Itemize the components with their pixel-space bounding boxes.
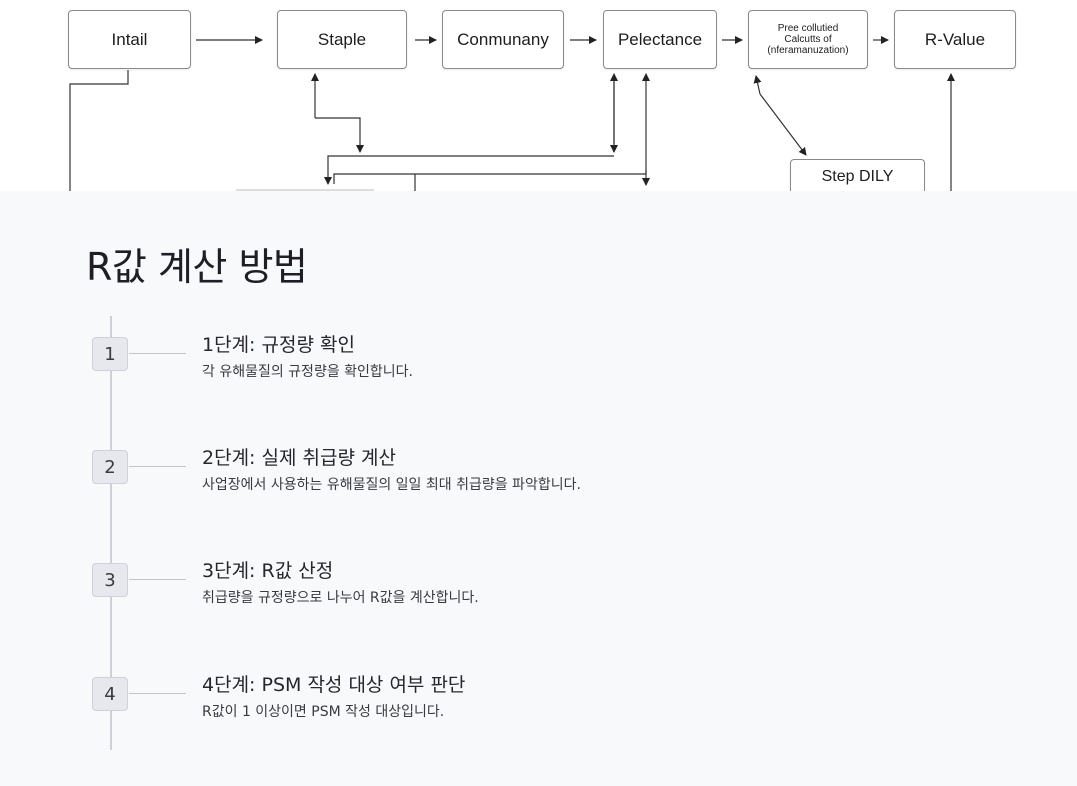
step-connector [129,353,186,354]
flow-diagram: Intail Staple Conmunany Pelectance Pree … [0,0,1077,191]
step-description: 취급량을 규정량으로 나누어 R값을 계산합니다. [202,590,479,606]
arrow-to-step-dily [759,93,807,156]
step-item-4: 4 4단계: PSM 작성 대상 여부 판단 R값이 1 이상이면 PSM 작성… [92,674,792,737]
step-title: 1단계: 규정량 확인 [202,334,355,356]
node-staple: Staple [277,10,407,69]
step-item-2: 2 2단계: 실제 취급량 계산 사업장에서 사용하는 유해물질의 일일 최대 … [92,447,792,510]
step-item-1: 1 1단계: 규정량 확인 각 유해물질의 규정량을 확인합니다. [92,334,792,397]
step-title: 2단계: 실제 취급량 계산 [202,447,396,469]
step-number-badge: 4 [92,677,128,711]
arrow-up-precollutied [753,75,762,95]
step-description: 각 유해물질의 규정량을 확인합니다. [202,364,413,380]
step-title: 4단계: PSM 작성 대상 여부 판단 [202,674,466,696]
step-number-badge: 1 [92,337,128,371]
arrow-staple-down [315,117,364,153]
step-connector [129,466,186,467]
node-pelectance: Pelectance [603,10,717,69]
node-conmunany: Conmunany [442,10,564,69]
step-description: R값이 1 이상이면 PSM 작성 대상입니다. [202,704,445,720]
step-description: 사업장에서 사용하는 유해물질의 일일 최대 취급량을 파악합니다. [202,477,581,493]
node-intail: Intail [68,10,191,69]
timeline-line [110,316,112,750]
step-number-badge: 2 [92,450,128,484]
node-step-dily: Step DILY [790,159,925,191]
step-number-badge: 3 [92,563,128,597]
step-connector [129,579,186,580]
section-title: R값 계산 방법 [86,245,308,289]
flow-diagram-connectors [69,36,955,191]
step-connector [129,693,186,694]
line-bottom-inner [333,173,646,184]
step-item-3: 3 3단계: R값 산정 취급량을 규정량으로 나누어 R값을 계산합니다. [92,560,792,623]
step-title: 3단계: R값 산정 [202,560,334,582]
line-bottom-left [324,155,614,185]
node-r-value: R-Value [894,10,1016,69]
line-intail-down [69,70,129,191]
node-precollutied: Pree collutied Calcutts of (nferamanuzat… [748,10,868,69]
